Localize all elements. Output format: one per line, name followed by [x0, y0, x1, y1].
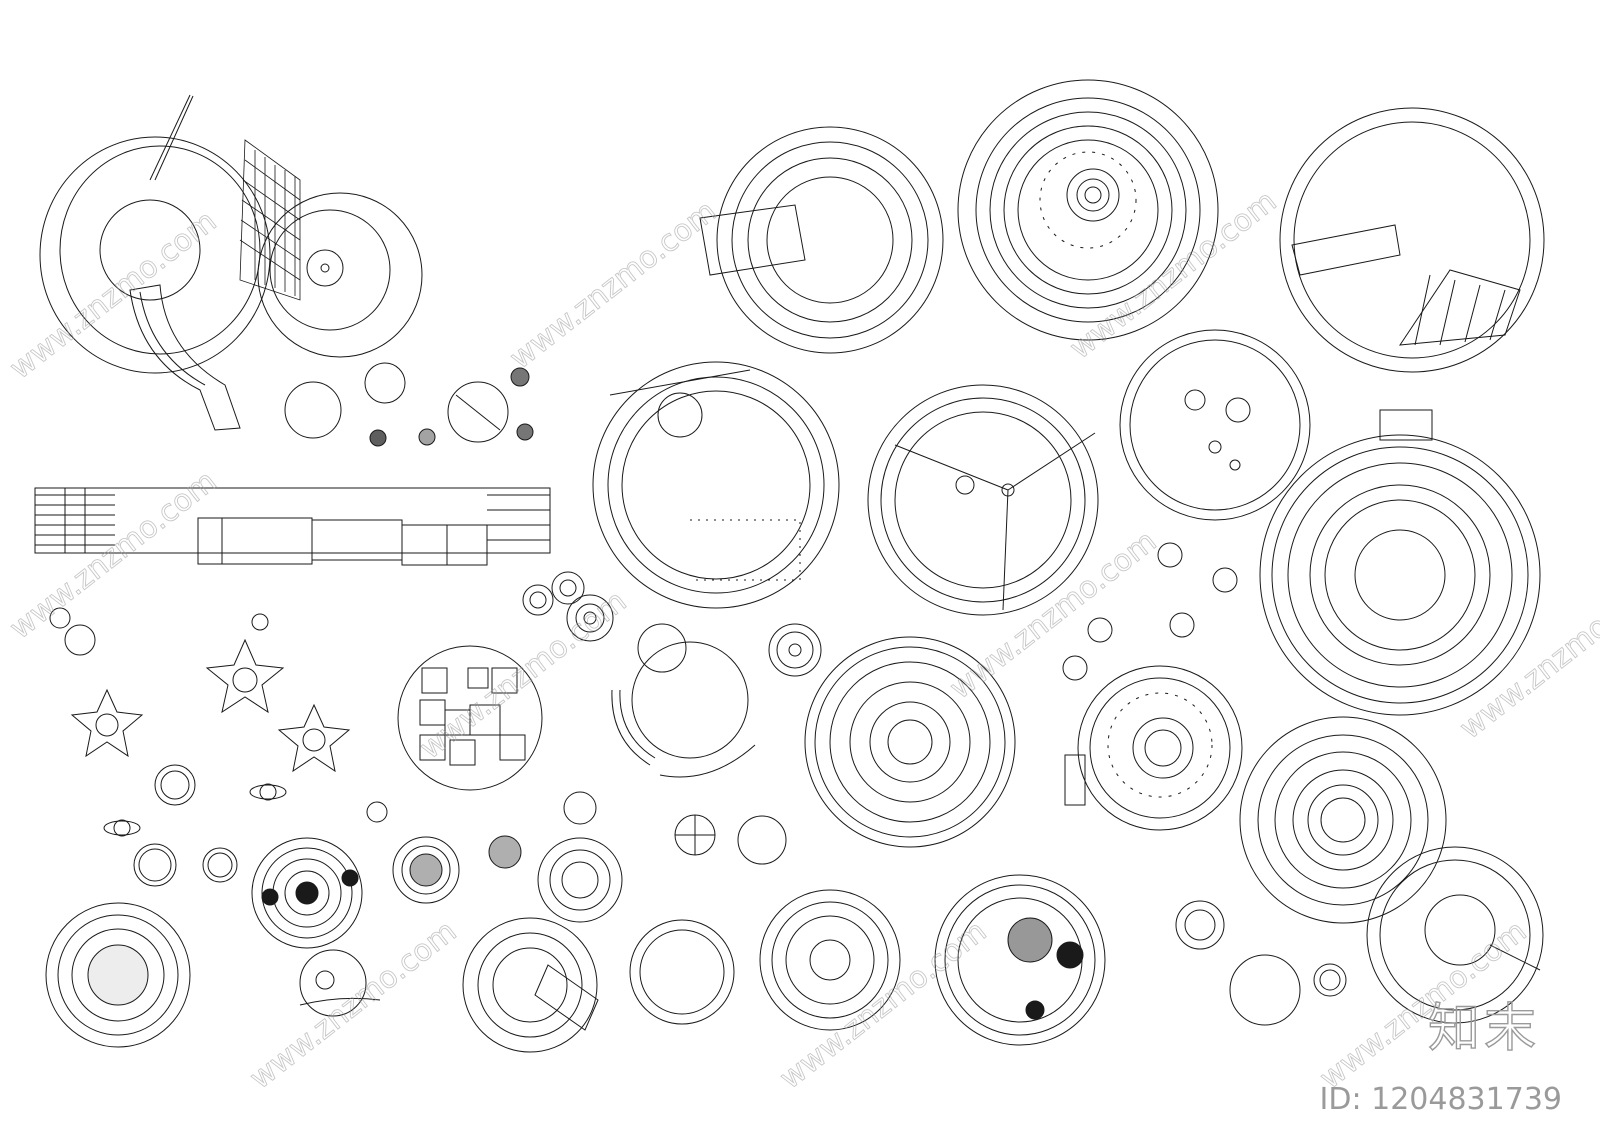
small-ring-unit: [674, 623, 822, 865]
long-path-strip: [34, 487, 551, 566]
solar-system-disc: [251, 837, 363, 949]
ramp-ring-unit: [699, 126, 944, 354]
horse-shoe-unit: [611, 623, 756, 778]
planet-icon: [284, 362, 534, 447]
watermark-logo: 知末: [1427, 998, 1540, 1059]
star-icon: [70, 638, 351, 773]
tile-circle: [397, 645, 543, 791]
triple-cable-unit: [867, 384, 1099, 616]
watermark-text: www.znzmo.com: [3, 204, 223, 386]
ringed-planet-group: [392, 791, 623, 923]
ring-arena-unit: [804, 636, 1016, 848]
watermark-text: www.znzmo.com: [1063, 184, 1283, 366]
concentric-tower-unit: [957, 79, 1219, 341]
ring-cluster: [522, 571, 614, 642]
watermark-text: www.znzmo.com: [503, 194, 723, 376]
dome-hole-unit: [1119, 329, 1311, 521]
platform-slide-net-unit: [39, 94, 423, 374]
play-dome-net-unit: [1279, 107, 1545, 373]
amphitheatre-plaza: [592, 361, 840, 609]
big-ring-stadium: [1259, 409, 1541, 716]
watermark-text: www.znzmo.com: [3, 464, 223, 646]
watermark-text: www.znzmo.com: [413, 584, 633, 766]
swing-icon: [299, 949, 381, 1017]
watermark-text: www.znzmo.com: [243, 914, 463, 1096]
ring-slide-unit: [462, 917, 599, 1053]
image-id-label: ID: 1204831739: [1319, 1082, 1562, 1117]
small-planet-group: [49, 607, 388, 887]
maze-platform: [45, 902, 191, 1048]
climbing-net-icon: [239, 139, 301, 301]
spiral-ring-unit: [1239, 716, 1447, 924]
slide-icon: [129, 284, 241, 431]
climb-dome-unit: [1366, 846, 1544, 1024]
bottom-rings: [629, 874, 1347, 1046]
round-pool-unit: [1077, 665, 1243, 831]
watermark-layer: www.znzmo.com www.znzmo.com www.znzmo.co…: [3, 183, 1600, 1096]
